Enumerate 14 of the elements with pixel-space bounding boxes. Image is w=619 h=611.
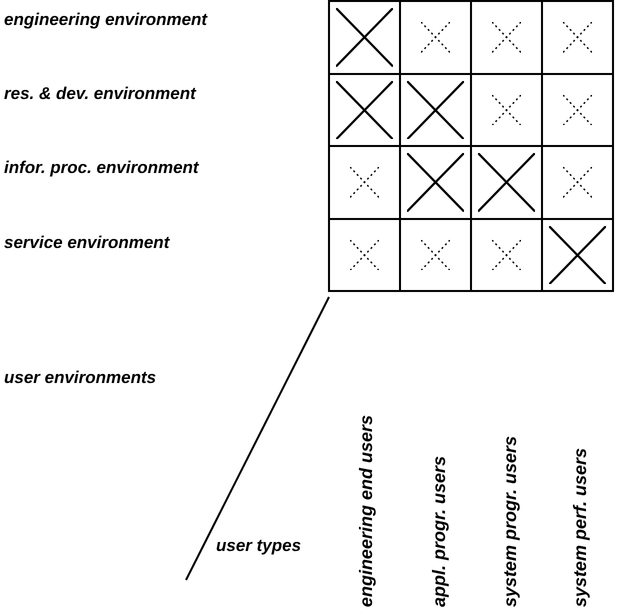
grid-cell: [328, 0, 401, 74]
row-label: service environment: [4, 233, 170, 253]
column-label: system perf. users: [570, 448, 591, 607]
row-label: res. & dev. environment: [4, 84, 196, 104]
column-label: appl. progr. users: [429, 456, 450, 607]
grid-cell: [541, 218, 614, 292]
grid-cell: [328, 218, 401, 292]
grid-cell: [541, 0, 614, 74]
row-label: engineering environment: [4, 10, 208, 30]
row-label: infor. proc. environment: [4, 158, 199, 178]
axis-label: user environments: [4, 368, 156, 388]
axis-label: user types: [216, 536, 302, 556]
column-label: engineering end users: [356, 414, 377, 607]
column-label: system progr. users: [500, 436, 521, 607]
